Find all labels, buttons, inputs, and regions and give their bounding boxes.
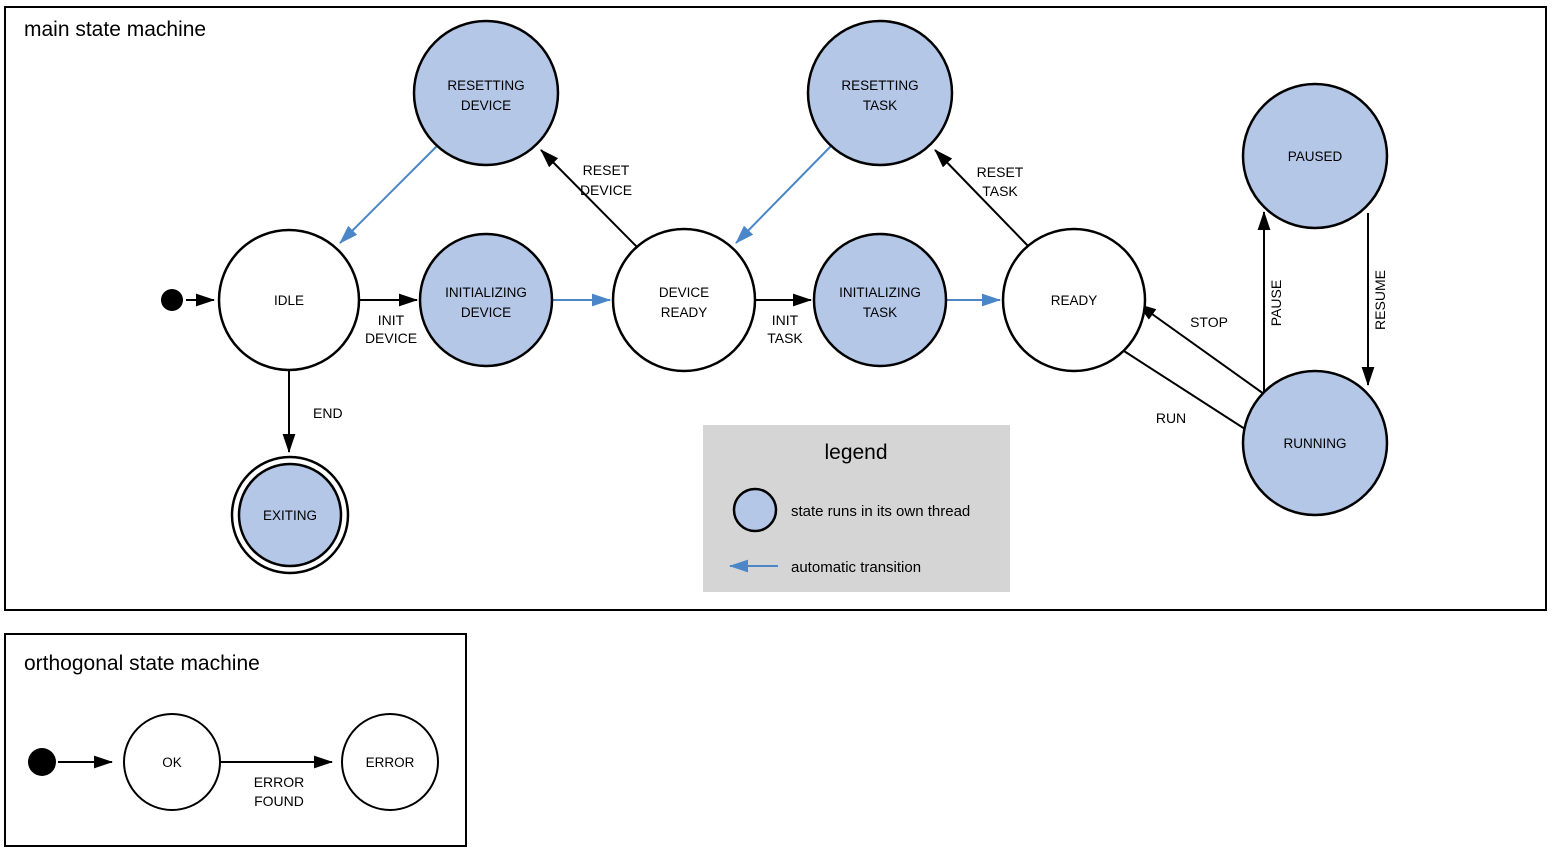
- transition-run: RUN: [1123, 350, 1263, 441]
- state-node-running[interactable]: RUNNING: [1241, 369, 1389, 517]
- transition-label-pause: PAUSE: [1268, 280, 1284, 326]
- transition-label-stop: STOP: [1190, 314, 1228, 330]
- state-node-device-ready[interactable]: DEVICE READY: [611, 227, 757, 373]
- transition-reset-device: RESET DEVICE: [540, 149, 638, 248]
- transition-label-run: RUN: [1156, 410, 1186, 426]
- transition-label-init-task-line1: INIT: [772, 312, 799, 328]
- state-label-ready: READY: [1051, 293, 1098, 308]
- legend-title: legend: [824, 441, 887, 464]
- transition-label-init-device-line1: INIT: [378, 312, 405, 328]
- state-label-resetting-task-line2: TASK: [863, 98, 897, 113]
- legend-item-automatic-transition: automatic transition: [729, 559, 921, 576]
- transition-label-resume: RESUME: [1372, 270, 1388, 330]
- state-node-idle[interactable]: IDLE: [217, 228, 361, 372]
- state-node-initializing-device[interactable]: INITIALIZING DEVICE: [418, 232, 554, 368]
- legend-thread-circle-icon: [732, 487, 778, 533]
- state-label-ok: OK: [162, 755, 182, 770]
- state-label-exiting: EXITING: [263, 508, 317, 523]
- state-label-initializing-device-line2: DEVICE: [461, 305, 511, 320]
- state-node-error[interactable]: ERROR: [341, 713, 439, 811]
- state-node-initializing-task[interactable]: INITIALIZING TASK: [812, 232, 948, 368]
- state-node-exiting[interactable]: EXITING: [230, 455, 350, 575]
- state-node-ready[interactable]: READY: [1001, 227, 1147, 373]
- state-node-ok[interactable]: OK: [123, 713, 221, 811]
- transition-error-found: ERROR FOUND: [220, 755, 333, 809]
- state-label-resetting-task-line1: RESETTING: [841, 78, 918, 93]
- legend-item-thread-label: state runs in its own thread: [791, 503, 970, 520]
- transition-label-reset-task-line2: TASK: [982, 183, 1018, 199]
- transition-end: END: [282, 370, 343, 453]
- state-label-device-ready-line1: DEVICE: [659, 285, 709, 300]
- state-label-paused: PAUSED: [1288, 149, 1343, 164]
- transition-label-error-found-line1: ERROR: [254, 774, 305, 790]
- transition-label-reset-task-line1: RESET: [977, 164, 1024, 180]
- transition-label-end: END: [313, 405, 343, 421]
- state-label-error: ERROR: [366, 755, 415, 770]
- state-label-device-ready-line2: READY: [661, 305, 708, 320]
- state-label-initializing-device-line1: INITIALIZING: [445, 285, 527, 300]
- state-label-initializing-task-line2: TASK: [863, 305, 897, 320]
- legend-panel: legend state runs in its own thread auto…: [703, 425, 1010, 592]
- transition-reset-task: RESET TASK: [934, 149, 1030, 248]
- transition-label-error-found-line2: FOUND: [254, 793, 304, 809]
- transition-resetting-task-to-device-ready: [735, 145, 832, 244]
- orthogonal-initial-state-marker: [28, 748, 56, 776]
- state-node-resetting-device[interactable]: RESETTING DEVICE: [412, 19, 560, 167]
- transition-stop: STOP: [1137, 303, 1265, 395]
- orthogonal-state-machine-title: orthogonal state machine: [24, 652, 260, 675]
- state-label-idle: IDLE: [274, 293, 304, 308]
- transition-resume: RESUME: [1361, 213, 1388, 386]
- state-node-paused[interactable]: PAUSED: [1241, 82, 1389, 230]
- transition-label-init-task-line2: TASK: [767, 330, 803, 346]
- final-state-outer-ring: [230, 455, 350, 575]
- state-label-running: RUNNING: [1284, 436, 1347, 451]
- state-label-resetting-device-line1: RESETTING: [447, 78, 524, 93]
- main-state-machine-title: main state machine: [24, 18, 206, 41]
- state-label-initializing-task-line1: INITIALIZING: [839, 285, 921, 300]
- state-node-resetting-task[interactable]: RESETTING TASK: [806, 19, 954, 167]
- transition-label-init-device-line2: DEVICE: [365, 330, 417, 346]
- state-label-resetting-device-line2: DEVICE: [461, 98, 511, 113]
- transition-init-device: INIT DEVICE: [359, 293, 418, 346]
- initial-state-marker: [161, 289, 183, 311]
- transition-resetting-device-to-idle: [339, 145, 438, 244]
- legend-item-thread-state: state runs in its own thread: [732, 487, 970, 533]
- legend-item-auto-label: automatic transition: [791, 559, 921, 576]
- transition-pause: PAUSE: [1257, 211, 1284, 394]
- transition-init-task: INIT TASK: [755, 293, 812, 346]
- transition-label-reset-device-line1: RESET: [583, 162, 630, 178]
- transition-label-reset-device-line2: DEVICE: [580, 182, 632, 198]
